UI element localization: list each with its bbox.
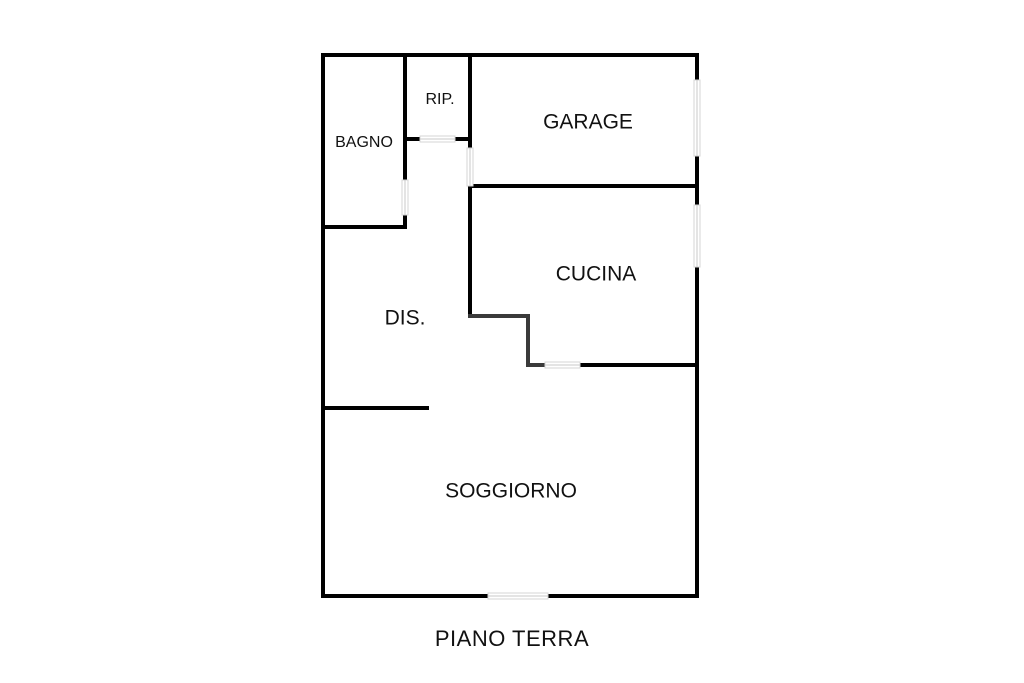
floor-label: PIANO TERRA	[434, 626, 590, 651]
room-label-rip: RIP.	[425, 91, 454, 108]
room-label-soggiorno: SOGGIORNO	[445, 480, 577, 503]
room-labels: BAGNO RIP. GARAGE CUCINA DIS. SOGGIORNO	[335, 91, 636, 502]
interior-walls	[321, 53, 699, 410]
openings	[401, 79, 701, 600]
room-label-cucina: CUCINA	[556, 263, 637, 286]
room-label-garage: GARAGE	[543, 111, 633, 134]
room-label-bagno: BAGNO	[335, 134, 393, 151]
wall-cucina-step	[468, 314, 547, 367]
room-label-dis: DIS.	[385, 307, 426, 330]
